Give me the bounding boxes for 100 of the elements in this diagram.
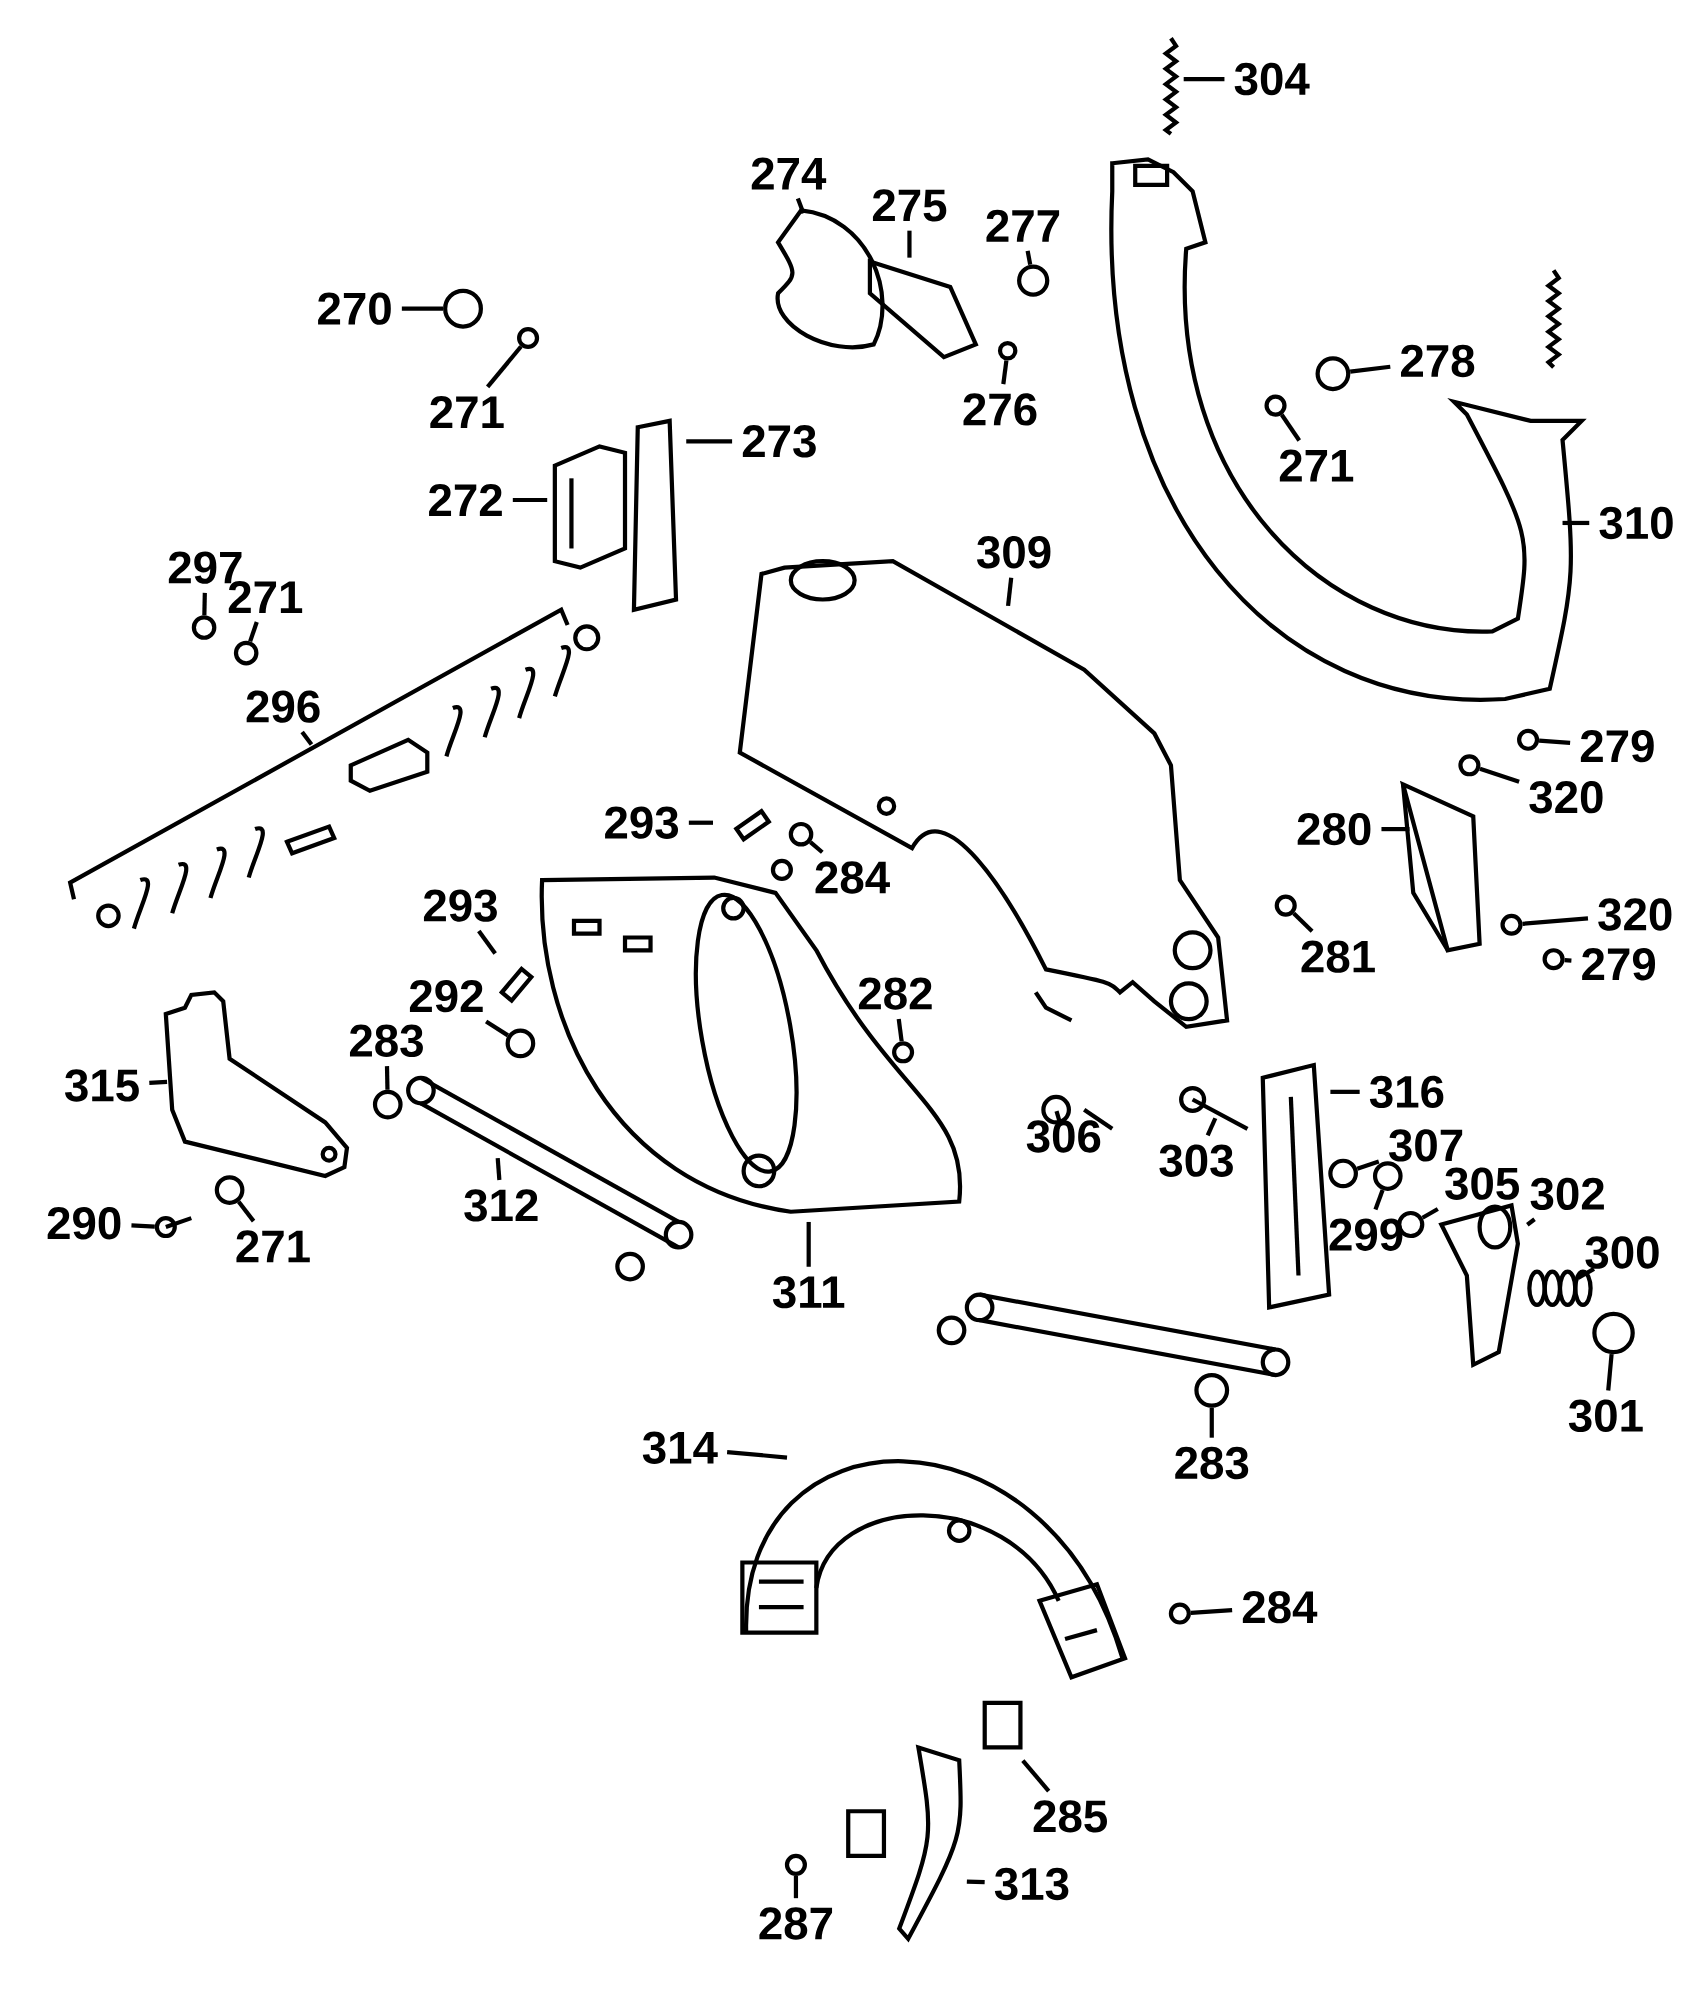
leader-line <box>1005 577 1014 607</box>
leader-line <box>1564 957 1572 963</box>
coil-spring <box>1527 1269 1593 1307</box>
callout-number: 305 <box>1445 1167 1519 1200</box>
leader-line <box>793 1875 798 1899</box>
leader-line <box>1025 250 1033 266</box>
callout-number: 293 <box>604 806 678 839</box>
callout-number: 316 <box>1369 1075 1444 1109</box>
washer <box>1194 1372 1230 1408</box>
washer <box>1516 728 1539 751</box>
leader-line <box>1209 1407 1214 1438</box>
callout-number: 284 <box>1242 1591 1318 1624</box>
leader-line <box>1292 911 1314 933</box>
callout-number: 275 <box>872 189 947 222</box>
leader-line <box>202 592 207 616</box>
callout-number: 293 <box>423 889 497 922</box>
leader-line <box>401 306 443 311</box>
washer <box>505 1028 536 1059</box>
callout-number: 271 <box>430 396 504 428</box>
washer <box>1168 1602 1191 1625</box>
leader-line <box>1479 766 1520 784</box>
callout-number: 309 <box>976 536 1051 569</box>
washer <box>1592 1311 1635 1355</box>
leader-line <box>1279 413 1301 442</box>
callout-number: 310 <box>1599 506 1673 540</box>
callout-number: 278 <box>1400 344 1475 378</box>
callout-number: 296 <box>246 690 320 723</box>
callout-number: 279 <box>1580 730 1654 763</box>
leader-line <box>236 1200 256 1223</box>
callout-number: 315 <box>64 1069 139 1102</box>
leader-line <box>1356 1159 1380 1171</box>
callout-number: 306 <box>1026 1120 1101 1153</box>
leader-line <box>1183 76 1225 82</box>
callout-number: 313 <box>994 1867 1069 1901</box>
callout-number: 303 <box>1159 1144 1233 1177</box>
washer <box>191 615 217 640</box>
washer <box>1264 394 1287 417</box>
callout-number: 320 <box>1529 781 1603 814</box>
callout-number: 273 <box>742 425 816 458</box>
washer <box>784 1853 807 1876</box>
leader-line <box>907 230 912 258</box>
leader-line <box>688 820 713 825</box>
leader-line <box>686 439 732 444</box>
callout-number: 312 <box>464 1189 538 1222</box>
leader-line <box>1576 1267 1595 1280</box>
leader-line <box>726 1449 788 1460</box>
washer <box>214 1175 245 1205</box>
leader-line <box>1606 1353 1614 1391</box>
washer <box>1016 264 1050 297</box>
leader-line <box>485 345 523 389</box>
leader-line <box>806 1221 811 1267</box>
washer <box>1274 894 1297 917</box>
leader-line <box>1381 827 1410 832</box>
callout-number: 302 <box>1530 1177 1604 1211</box>
washer <box>1500 913 1523 936</box>
callout-number: 280 <box>1297 812 1371 846</box>
callout-number: 300 <box>1585 1236 1659 1269</box>
callout-number: 292 <box>409 980 483 1013</box>
washer <box>233 640 259 666</box>
callout-number: 271 <box>236 1230 310 1263</box>
leader-line <box>495 1158 502 1181</box>
callout-number: 283 <box>349 1024 423 1057</box>
washer <box>1328 1158 1358 1189</box>
leader-line <box>1421 1207 1439 1220</box>
leader-line <box>1205 1117 1218 1137</box>
washer <box>997 341 1018 361</box>
leader-line <box>248 621 259 643</box>
washer <box>154 1216 177 1239</box>
leader-line <box>1373 1189 1385 1211</box>
leader-line <box>131 1223 155 1229</box>
callout-number: 314 <box>642 1431 718 1464</box>
washer <box>788 821 814 847</box>
callout-number: 276 <box>963 393 1037 426</box>
washer <box>1372 1161 1403 1191</box>
leader-line <box>300 730 314 746</box>
callout-number: 277 <box>986 209 1059 242</box>
leader-line <box>896 1018 904 1042</box>
callout-number: 287 <box>759 1907 832 1940</box>
leader-line <box>484 1019 509 1038</box>
leader-line <box>808 840 824 854</box>
leader-line <box>1001 360 1009 385</box>
washer <box>1542 948 1565 971</box>
leader-line <box>1021 1759 1051 1793</box>
leader-line <box>1562 520 1590 526</box>
washer <box>1315 356 1351 392</box>
washer <box>1458 754 1481 777</box>
callout-number: 271 <box>1279 449 1354 482</box>
callout-number: 283 <box>1175 1446 1249 1480</box>
callout-number: 304 <box>1234 62 1310 96</box>
callout-number: 282 <box>858 977 932 1010</box>
leader-line <box>1525 1217 1536 1227</box>
callout-number: 274 <box>751 157 827 190</box>
leader-line <box>795 197 806 214</box>
leader-line <box>149 1079 168 1085</box>
callout-number: 284 <box>815 861 890 894</box>
leader-line <box>512 497 548 503</box>
washer <box>372 1089 403 1120</box>
leader-line <box>476 929 497 955</box>
leader-line <box>384 1066 390 1090</box>
leader-line <box>1330 1089 1360 1094</box>
